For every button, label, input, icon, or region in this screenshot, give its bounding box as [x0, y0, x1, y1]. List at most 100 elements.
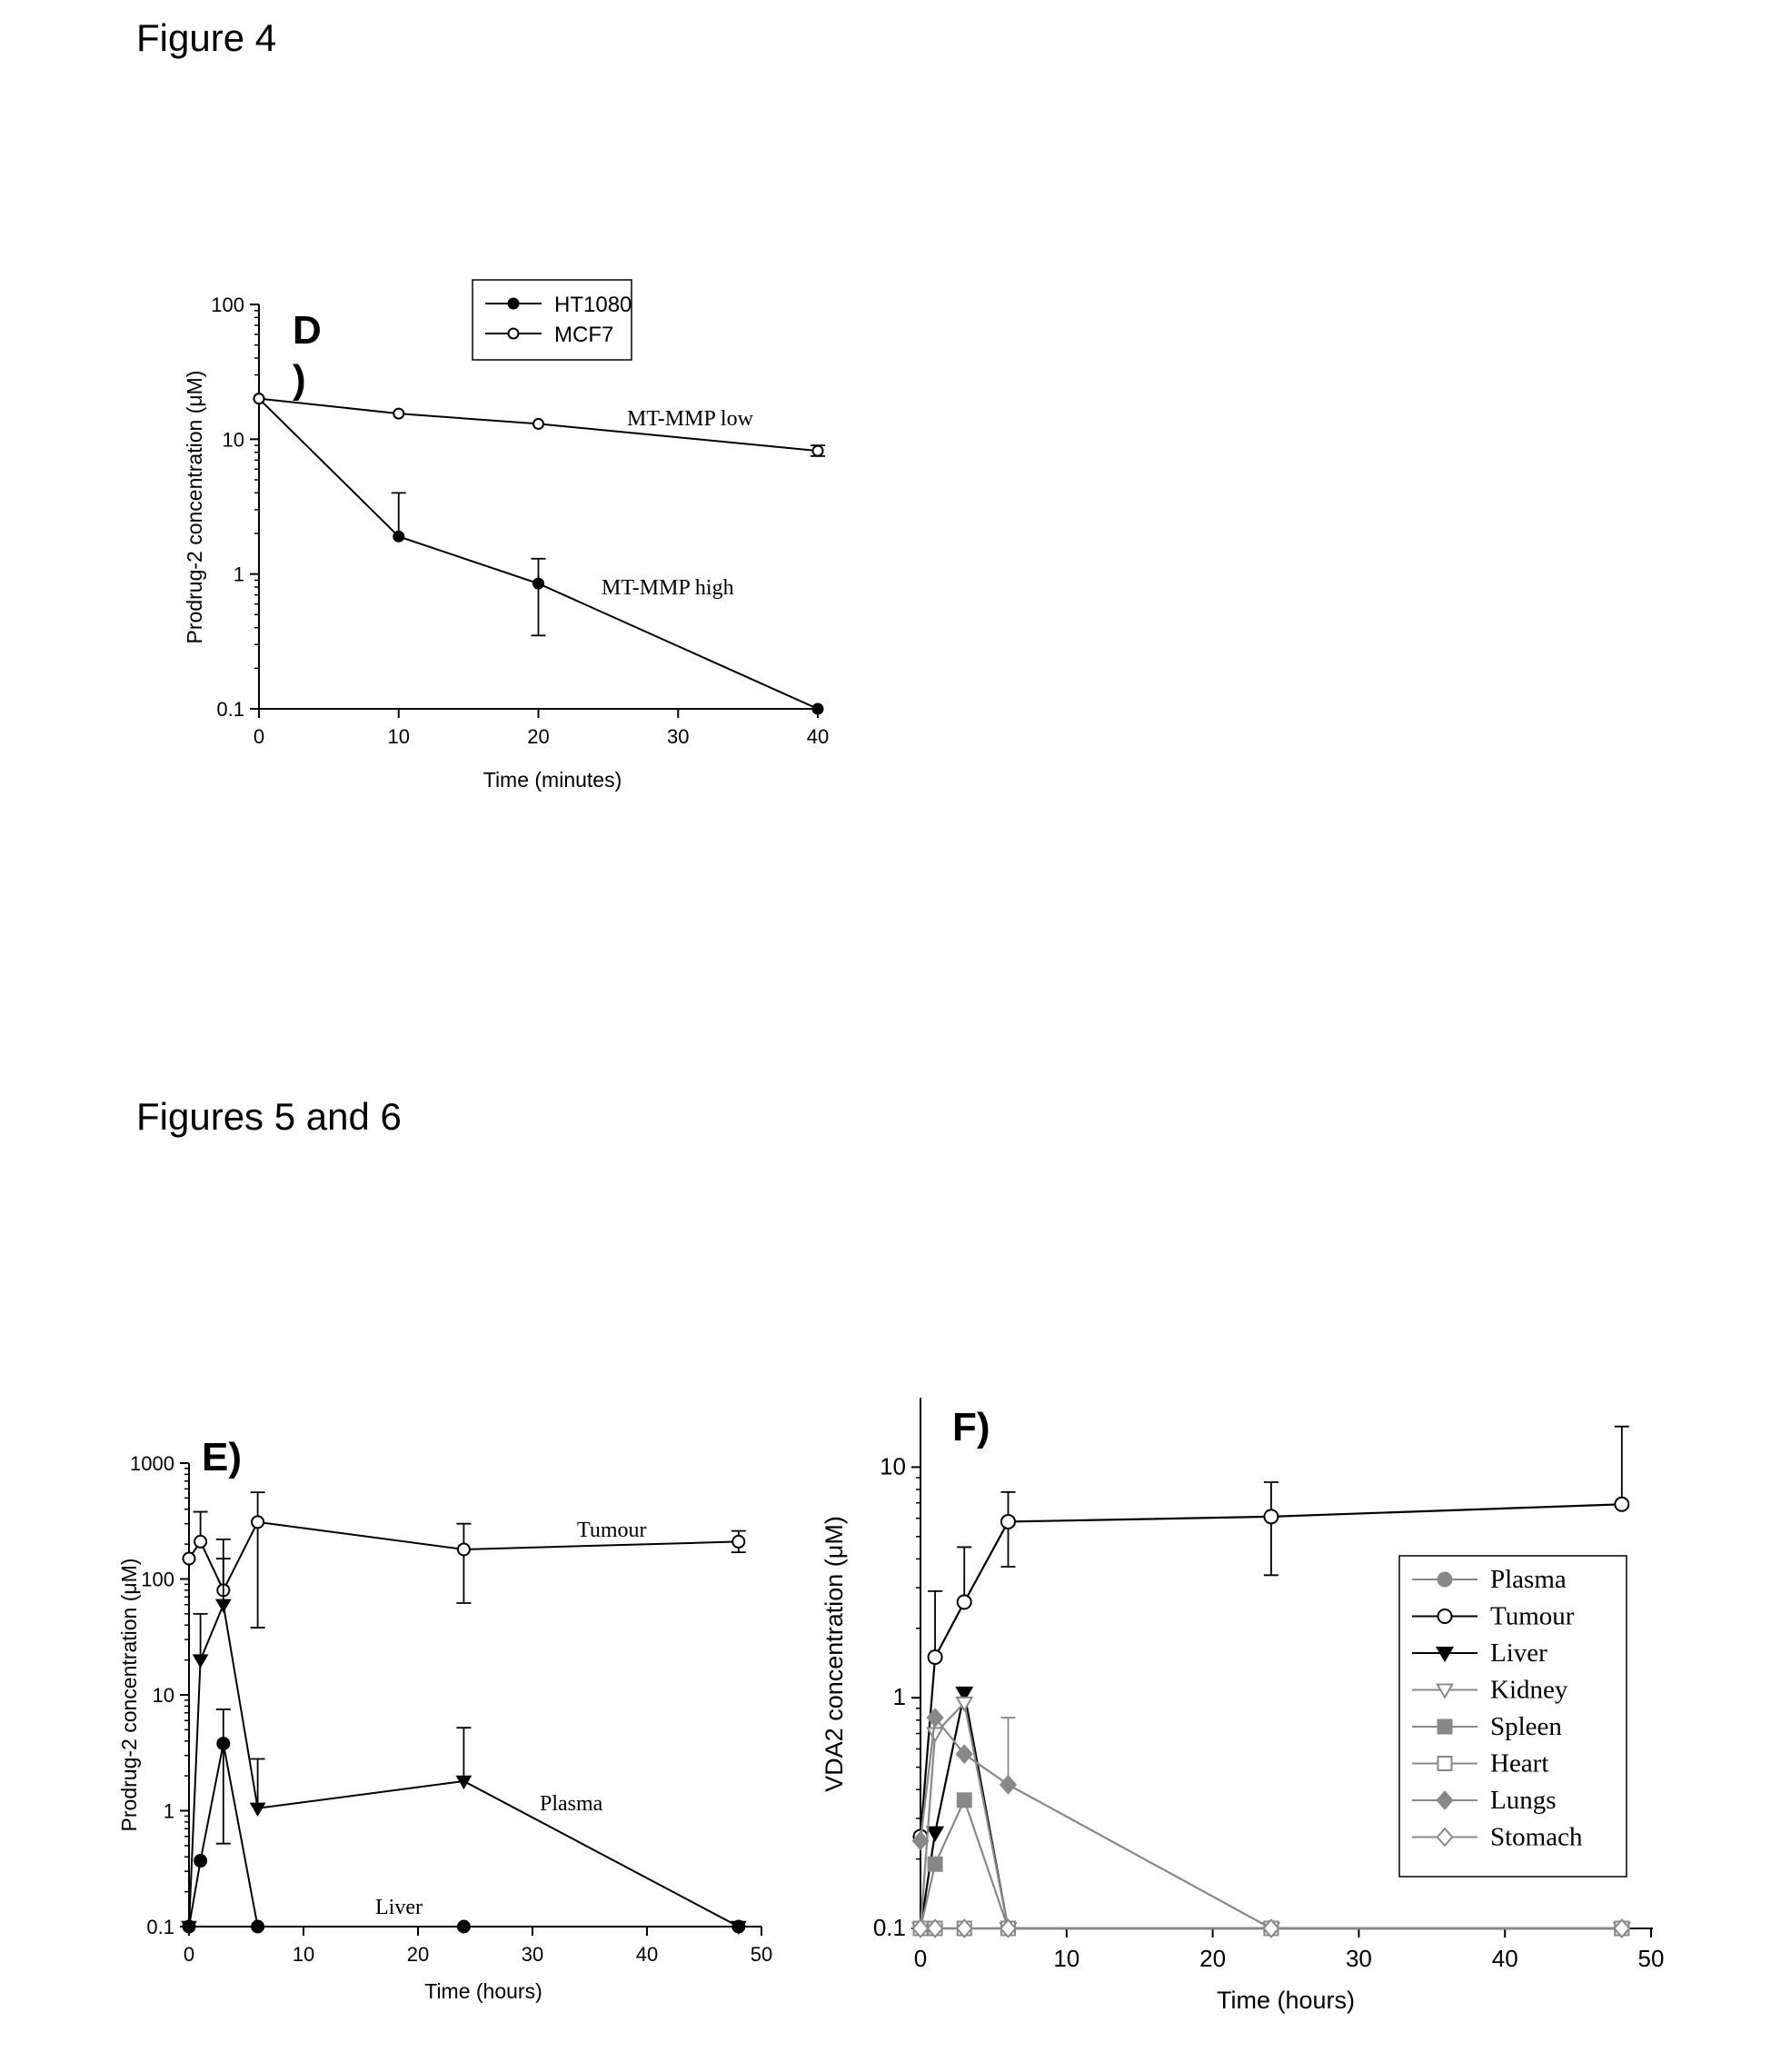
figure-4-heading: Figure 4 [136, 16, 276, 60]
chart-e-series-tumour-point [252, 1516, 264, 1528]
chart-e-series-tumour-point [217, 1584, 229, 1596]
chart-e-series-liver-point [194, 1855, 206, 1867]
chart-f-series-kidney-line [920, 1703, 1622, 1928]
chart-f-series-plasma-point [1615, 1922, 1628, 1936]
chart-e-series-tumour-point [458, 1543, 470, 1555]
chart-e-x-tick-label: 50 [751, 1943, 772, 1966]
chart-d-series-mcf7-point [813, 446, 823, 456]
chart-f-series-liver-point [928, 1828, 942, 1840]
chart-f-series-spleen-point [914, 1922, 928, 1936]
chart-f-series-heart-point [1615, 1922, 1628, 1936]
chart-e-series-tumour-point [194, 1536, 206, 1548]
chart-f-legend-swatch-marker [1438, 1609, 1452, 1623]
chart-d-series-ht1080-point [393, 532, 403, 542]
chart-d-series-ht1080-line [259, 399, 818, 709]
chart-f-series-heart-point [929, 1922, 942, 1936]
chart-f-series-plasma-point [1264, 1922, 1278, 1936]
chart-f-series-tumour-point [1615, 1498, 1628, 1511]
chart-f-legend-label-tumour: Tumour [1490, 1602, 1575, 1631]
chart-d-x-tick-label: 10 [388, 725, 410, 748]
chart-f-series-tumour-point [958, 1595, 971, 1609]
chart-f-series-kidney-point [957, 1698, 972, 1710]
chart-e-y-axis-label: Prodrug-2 concentration (μM) [117, 1559, 141, 1832]
chart-e-y-tick-label: 10 [153, 1684, 174, 1707]
chart-e-series-liver-point [732, 1921, 744, 1933]
chart-f-legend-swatch-marker [1438, 1648, 1453, 1660]
chart-e-series-tumour-point [732, 1536, 744, 1548]
chart-f-x-axis-label: Time (hours) [1217, 1987, 1355, 2014]
chart-d-y-tick-label: 1 [234, 563, 244, 586]
chart-f-series-lungs-line [920, 1718, 1622, 1928]
chart-e-annotation: Liver [375, 1896, 423, 1919]
chart-f-series-tumour-point [914, 1830, 928, 1844]
chart-e-annotation: Tumour [577, 1519, 646, 1542]
chart-f-series-plasma-point [929, 1922, 942, 1936]
chart-e-y-tick-label: 0.1 [146, 1916, 174, 1938]
chart-e-series-liver-point [252, 1921, 264, 1933]
chart-f-legend-label-plasma: Plasma [1490, 1565, 1567, 1594]
chart-d-y-tick-label: 0.1 [216, 698, 244, 721]
chart-f-legend-swatch-marker [1438, 1685, 1453, 1698]
chart-f-legend-swatch-marker [1438, 1757, 1452, 1770]
chart-d-x-tick-label: 40 [807, 725, 829, 748]
chart-d-panel-label: D [293, 308, 322, 353]
chart-f-series-spleen-point [929, 1858, 942, 1871]
chart-f-series-lungs-point [1264, 1920, 1279, 1938]
chart-d-series-ht1080-point [813, 704, 823, 714]
chart-d-legend-swatch-marker [509, 299, 519, 309]
chart-f-y-tick-label: 0.1 [873, 1914, 906, 1941]
chart-f-series-spleen-point [1615, 1922, 1628, 1936]
chart-f-series-spleen-point [1001, 1922, 1015, 1936]
chart-f-series-stomach-point [1264, 1920, 1279, 1938]
chart-f-series-plasma-point [958, 1922, 971, 1936]
chart-f-series-heart-point [1264, 1922, 1278, 1936]
chart-f-series-stomach-point [957, 1920, 972, 1938]
chart-d-legend-box [473, 280, 632, 360]
chart-f-legend-swatch-marker [1438, 1573, 1452, 1587]
chart-f-series-heart-point [914, 1922, 928, 1936]
chart-f-series-plasma-point [1001, 1922, 1015, 1936]
chart-d-series-ht1080-point [254, 393, 264, 403]
chart-e-x-tick-label: 40 [636, 1943, 658, 1966]
chart-f-series-lungs-point [957, 1746, 972, 1763]
chart-f-series-kidney-point [913, 1923, 929, 1936]
chart-f-series-tumour-line [920, 1504, 1622, 1837]
chart-f-series-kidney-point [1264, 1923, 1279, 1936]
chart-e-series-plasma-point [251, 1804, 264, 1815]
chart-d-x-tick-label: 20 [527, 725, 549, 748]
chart-d-legend-label-mcf7: MCF7 [554, 323, 613, 347]
chart-f-legend-swatch-marker [1438, 1792, 1453, 1809]
chart-f-series-stomach-point [913, 1920, 929, 1938]
chart-d-series-ht1080-point [533, 579, 543, 589]
chart-f-series-lungs-point [913, 1832, 929, 1849]
chart-f-series-kidney-point [1000, 1923, 1016, 1936]
chart-d-annotation: MT-MMP low [627, 407, 754, 431]
chart-f-legend-swatch-marker [1438, 1828, 1453, 1846]
chart-e-x-tick-label: 0 [184, 1943, 194, 1966]
chart-f-x-tick-label: 30 [1346, 1945, 1372, 1972]
chart-f-series-spleen-point [1264, 1922, 1278, 1936]
chart-e-series-liver-point [458, 1921, 470, 1933]
chart-f-legend-box [1399, 1556, 1627, 1877]
chart-d-y-axis-label: Prodrug-2 concentration (μM) [183, 371, 206, 644]
chart-e-y-tick-label: 100 [141, 1569, 174, 1591]
figures-5-and-6-heading: Figures 5 and 6 [136, 1095, 402, 1139]
chart-f-legend-label-lungs: Lungs [1490, 1786, 1557, 1815]
chart-f-series-spleen-point [958, 1793, 971, 1807]
chart-e-series-plasma-point [194, 1655, 206, 1666]
chart-f-legend-label-liver: Liver [1490, 1639, 1547, 1668]
chart-e-series-tumour-point [184, 1553, 195, 1565]
chart-e-y-tick-label: 1 [164, 1800, 174, 1823]
chart-e-panel-label: E) [202, 1435, 242, 1479]
chart-f-series-kidney-point [928, 1728, 942, 1741]
chart-d-panel-label-paren: ) [293, 357, 306, 402]
chart-f-series-liver-point [1264, 1923, 1279, 1936]
chart-e-series-liver-point [184, 1921, 195, 1933]
chart-f-series-spleen-line [920, 1800, 1622, 1928]
chart-e-series-plasma-point [183, 1922, 195, 1933]
chart-d-x-axis-label: Time (minutes) [483, 768, 622, 792]
chart-f-x-tick-label: 20 [1199, 1945, 1226, 1972]
chart-f-series-liver-point [913, 1923, 929, 1936]
chart-f-series-tumour-point [1264, 1509, 1278, 1523]
